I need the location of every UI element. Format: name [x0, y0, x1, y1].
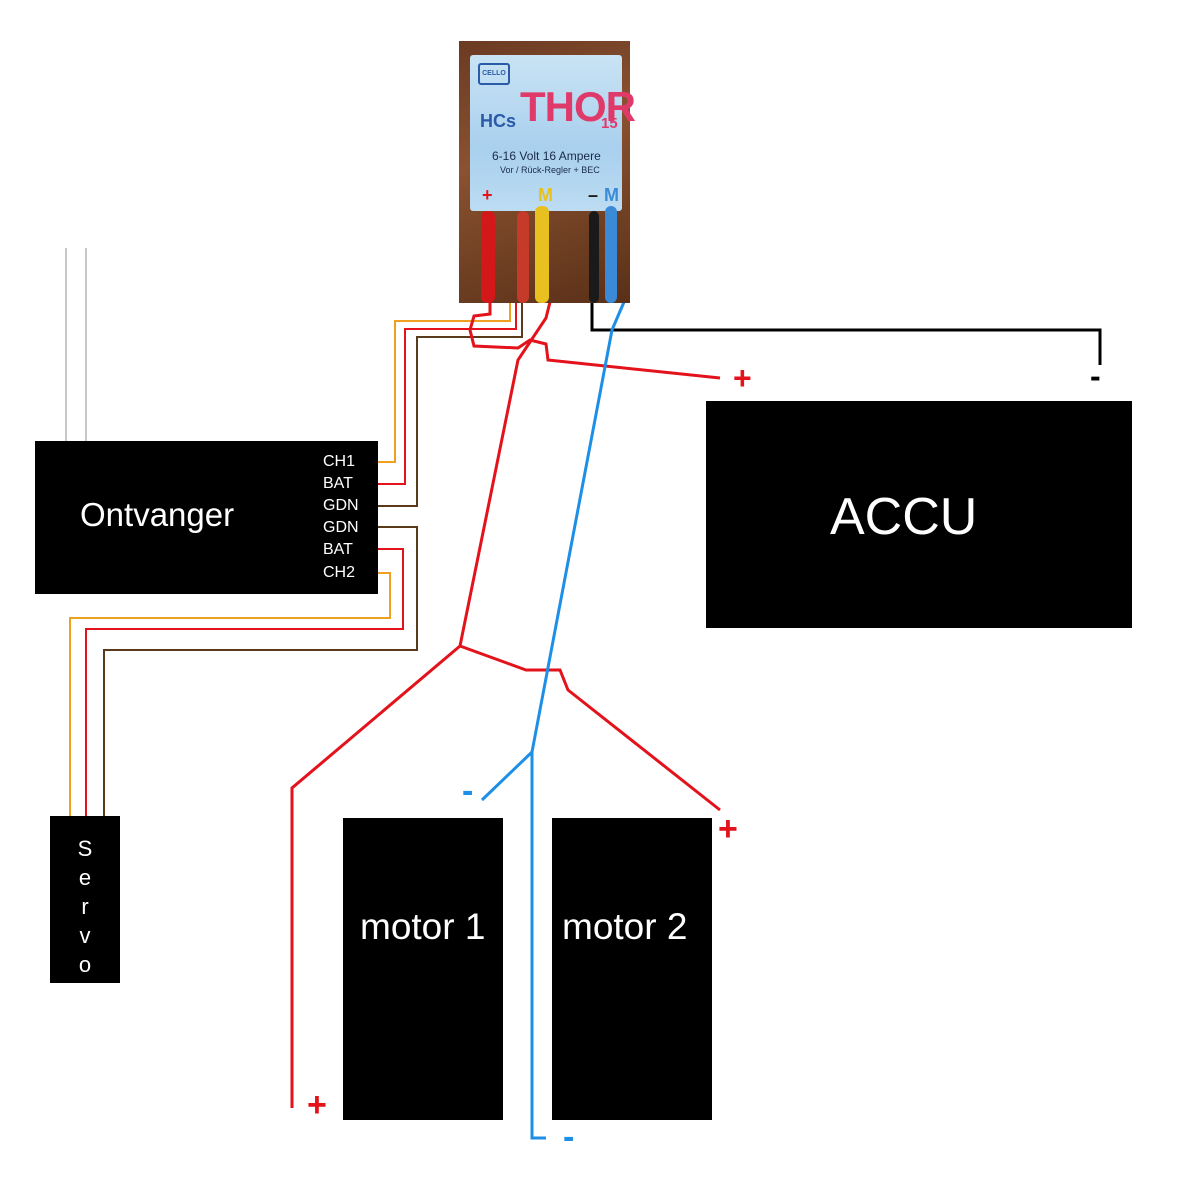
receiver-pin-bat: BAT [323, 475, 353, 492]
esc-red-lead [481, 211, 495, 303]
esc-thin-leads [517, 211, 529, 303]
ch1-brown-wire [378, 302, 523, 507]
esc-logo-icon: CELLO [478, 63, 510, 85]
motor-feed-red-wire [458, 301, 552, 647]
receiver-pin-bat: BAT [323, 541, 353, 558]
motor1-minus-sign: - [462, 772, 474, 810]
esc-black-lead [589, 211, 599, 303]
esc-model: THOR [520, 83, 636, 130]
battery-label: ACCU [830, 488, 978, 546]
battery-negative-wire [590, 302, 1102, 365]
ch2-red-wire [85, 548, 404, 818]
motor2-minus-sign: - [563, 1118, 575, 1156]
receiver-label: Ontvanger [80, 496, 235, 533]
servo-letter: S [77, 836, 93, 861]
motor2-label: motor 2 [562, 906, 688, 947]
receiver-pin-gdn: GDN [323, 519, 359, 536]
battery-positive-wire [468, 302, 721, 380]
motor2-plus-red-wire [459, 644, 721, 812]
receiver-pin-ch2: CH2 [323, 564, 356, 581]
ch1-orange-wire [378, 302, 511, 463]
servo-letter: r [81, 894, 89, 919]
esc-blue-lead [605, 206, 617, 303]
esc-terminal-minus: – [588, 185, 599, 205]
motor1-label: motor 1 [360, 906, 486, 947]
motor1-plus-sign: + [307, 1086, 327, 1124]
esc-sticker: CELLO HCs THOR 15 6-16 Volt 16 Ampere Vo… [470, 55, 636, 211]
motor1-minus-blue-wire [480, 750, 534, 802]
esc-terminal-m2: M [604, 185, 619, 205]
motor1-plus-red-wire [290, 644, 461, 1108]
motor2-box: motor 2 [552, 818, 712, 1120]
esc-brand: HCs [480, 111, 517, 131]
receiver-pin-gdn: GDN [323, 497, 359, 514]
battery-minus-sign: - [1090, 358, 1101, 394]
receiver-box: Ontvanger CH1 BAT GDN GDN BAT CH2 [35, 441, 378, 594]
esc-controller: CELLO HCs THOR 15 6-16 Volt 16 Ampere Vo… [459, 41, 636, 303]
esc-yellow-lead [535, 206, 549, 303]
ch2-brown-wire [103, 526, 418, 818]
motor1-box: motor 1 [343, 818, 503, 1120]
servo-label: S e r v o [50, 816, 120, 979]
battery-plus-sign: + [733, 360, 752, 396]
servo-letter: v [79, 923, 91, 948]
ch2-orange-wire [69, 572, 391, 818]
receiver-pin-ch1: CH1 [323, 453, 356, 470]
servo-box: S e r v o [50, 816, 120, 983]
esc-terminal-m: M [538, 185, 553, 205]
battery-box: ACCU [706, 401, 1132, 628]
ch1-red-wire [378, 302, 517, 485]
servo-letter: o [78, 952, 92, 977]
esc-subtitle: Vor / Rück-Regler + BEC [500, 165, 600, 175]
esc-terminal-plus: + [482, 185, 493, 205]
esc-model-number: 15 [601, 115, 618, 132]
servo-letter: e [78, 865, 92, 890]
motor2-plus-sign: + [718, 810, 738, 848]
esc-spec: 6-16 Volt 16 Ampere [492, 149, 601, 163]
